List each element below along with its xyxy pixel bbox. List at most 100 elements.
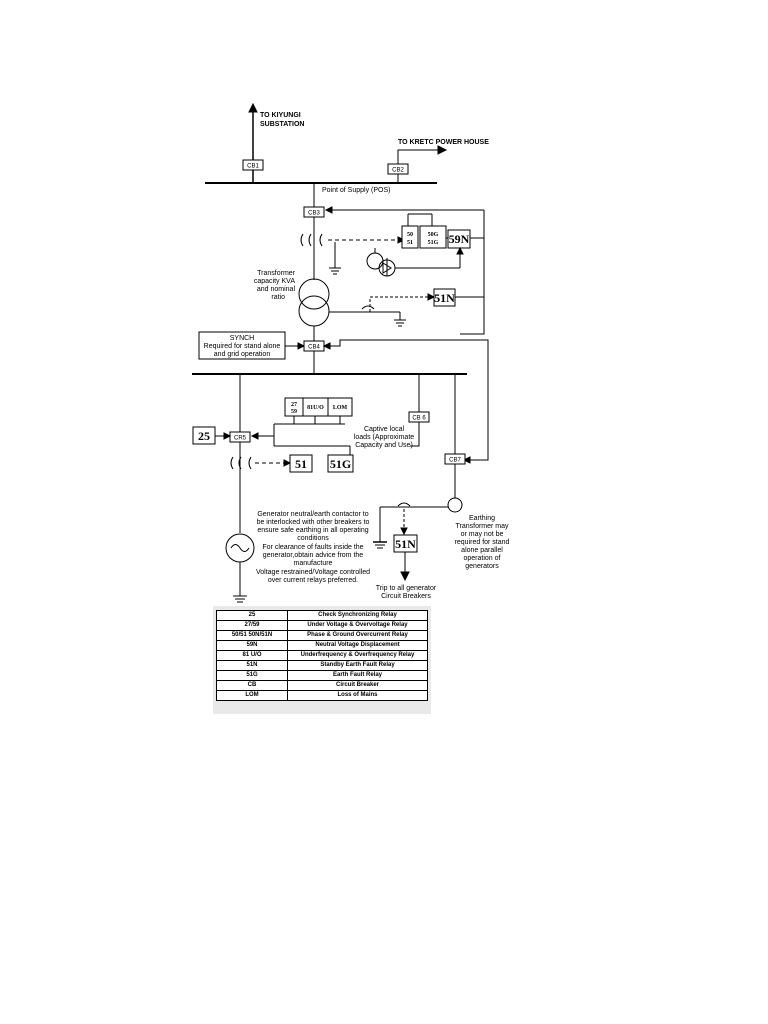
gen-note-7: manufacture [294,560,333,567]
legend-code: 51N [216,660,288,671]
label-pos: Point of Supply (POS) [322,187,390,194]
feeder-kiyungi [248,102,258,183]
cb6-label: CB 6 [412,416,426,422]
earthing-note-2: Transformer may [455,523,509,530]
earthing-note-7: generators [465,563,499,570]
ground-generator [233,595,247,603]
legend-description: Earth Fault Relay [287,670,428,681]
cb4-label: CB4 [308,345,320,351]
relay-50g-51g-box [419,225,447,249]
legend-code: 51G [216,670,288,681]
legend-description: Underfrequency & Overfrequency Relay [287,650,428,661]
legend-code: LOM [216,690,288,701]
relay-59n-top-box [447,229,471,249]
cb5-label: CR5 [234,436,247,442]
legend-description: Loss of Mains [287,690,428,701]
legend-description: Check Synchronizing Relay [287,610,428,621]
relay-51n-low-label: 51N [395,537,416,551]
captive-note-2: loads (Approximate [354,434,414,441]
gen-note-5: For clearance of faults inside the [262,544,363,551]
legend-code: 27/59 [216,620,288,631]
legend-code: 81 U/O [216,650,288,661]
ct-generator [230,456,252,470]
relay-51n-mid-label: 51N [434,291,455,305]
legend-code: 25 [216,610,288,621]
relay-50g-label: 50G [428,232,439,238]
relay-25-label: 25 [198,429,210,443]
vt-circle-1 [366,252,384,270]
earthing-note-5: alone parallel [461,547,503,554]
relay-51-label-top: 51 [407,240,413,246]
relay-59-label: 59 [291,409,297,415]
legend-code: 59N [216,640,288,651]
label-to-kretc: TO KRETC POWER HOUSE [398,139,489,146]
gen-note-1: Generator neutral/earth contactor to [257,511,368,518]
synch-line2: Required for stand alone [204,343,281,350]
transformer-note-4: ratio [271,294,285,301]
captive-note-3: Capacity and Use) [355,442,413,449]
transformer-secondary [298,295,330,327]
gen-note-9: over current relays preferred. [268,577,358,584]
earthing-note-4: required for stand [455,539,510,546]
gen-note-2: be interlocked with other breakers to [257,519,370,526]
gen-note-3: ensure safe earthing in all operating [257,527,368,534]
legend-description: Circuit Breaker [287,680,428,691]
trip-note-2: Circuit Breakers [381,593,431,600]
relay-27-label: 27 [291,402,297,408]
synch-box [198,331,286,360]
relay-50-label: 50 [407,232,413,238]
earthing-transformer [447,497,463,513]
synch-title: SYNCH [230,335,255,342]
legend-description: Neutral Voltage Displacement [287,640,428,651]
relay-81-label: 81U/O [307,405,324,411]
relay-51g-label-top: 51G [428,240,439,246]
relay-50-51-box [401,225,419,249]
cb3-label: CB3 [308,211,320,217]
label-to-kiyungi-line1: TO KIYUNGI [260,112,301,119]
cb1-label: CB1 [247,164,259,170]
legend-code: CB [216,680,288,691]
cb2-box [387,163,409,175]
cb2-label: CB2 [392,168,404,174]
relay-51g-box [327,454,354,473]
legend-description: Phase & Ground Overcurrent Relay [287,630,428,641]
gen-note-6: generator,obtain advice from the [263,552,364,559]
legend-description: Under Voltage & Overvoltage Relay [287,620,428,631]
relay-51-box [289,454,313,473]
gen-note-4: conditions [297,535,329,542]
relay-lom-label: LOM [333,405,348,411]
relay-51g-label: 51G [330,457,351,471]
ground-neutral-contactor [373,541,387,549]
earthing-note-3: or may not be [461,531,504,538]
relay-59n-label: 59N [449,232,470,246]
transformer-note-1: Transformer [257,270,296,277]
cb7-label: CB7 [449,458,461,464]
transformer-note-2: capacity KVA [254,278,295,285]
legend-code: 50/51 50N/51N [216,630,288,641]
ground-transformer-neutral [394,319,406,327]
trip-note-1: Trip to all generator [376,585,437,592]
transformer-primary [298,278,330,310]
ct-upper [300,233,323,247]
earthing-note-1: Earthing [469,515,495,522]
label-to-kiyungi-line2: SUBSTATION [260,121,304,128]
earthing-note-6: operation of [464,555,501,562]
legend-description: Standby Earth Fault Relay [287,660,428,671]
relay-51-label: 51 [295,457,307,471]
relay-51n-mid-box [433,288,456,307]
gen-note-8: Voltage restrained/Voltage controlled [256,569,370,576]
synch-line3: and grid operation [214,351,271,358]
captive-note-1: Captive local [364,426,405,433]
